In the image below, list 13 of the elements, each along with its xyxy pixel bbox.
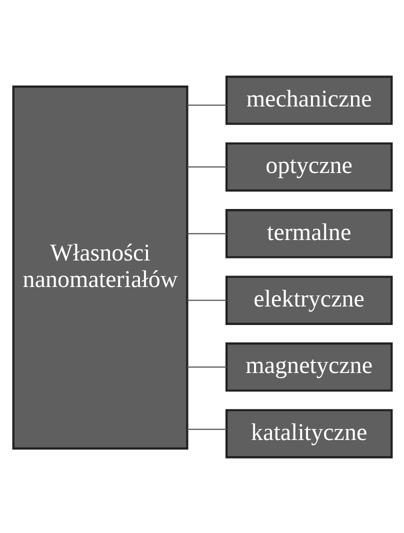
node-box: mechaniczne xyxy=(224,75,392,124)
node-box: katalityczne xyxy=(224,408,392,458)
connector xyxy=(186,299,226,300)
connector xyxy=(186,232,226,234)
connector xyxy=(186,428,226,430)
connector xyxy=(186,366,226,368)
node-box: elektryczne xyxy=(224,275,392,324)
node-box: magnetyczne xyxy=(224,342,392,392)
connector xyxy=(186,104,226,106)
node-box: optyczne xyxy=(224,142,392,192)
node-box: termalne xyxy=(224,208,392,258)
node-box: Własności nanomateriałów xyxy=(12,85,188,450)
connector xyxy=(186,166,226,168)
